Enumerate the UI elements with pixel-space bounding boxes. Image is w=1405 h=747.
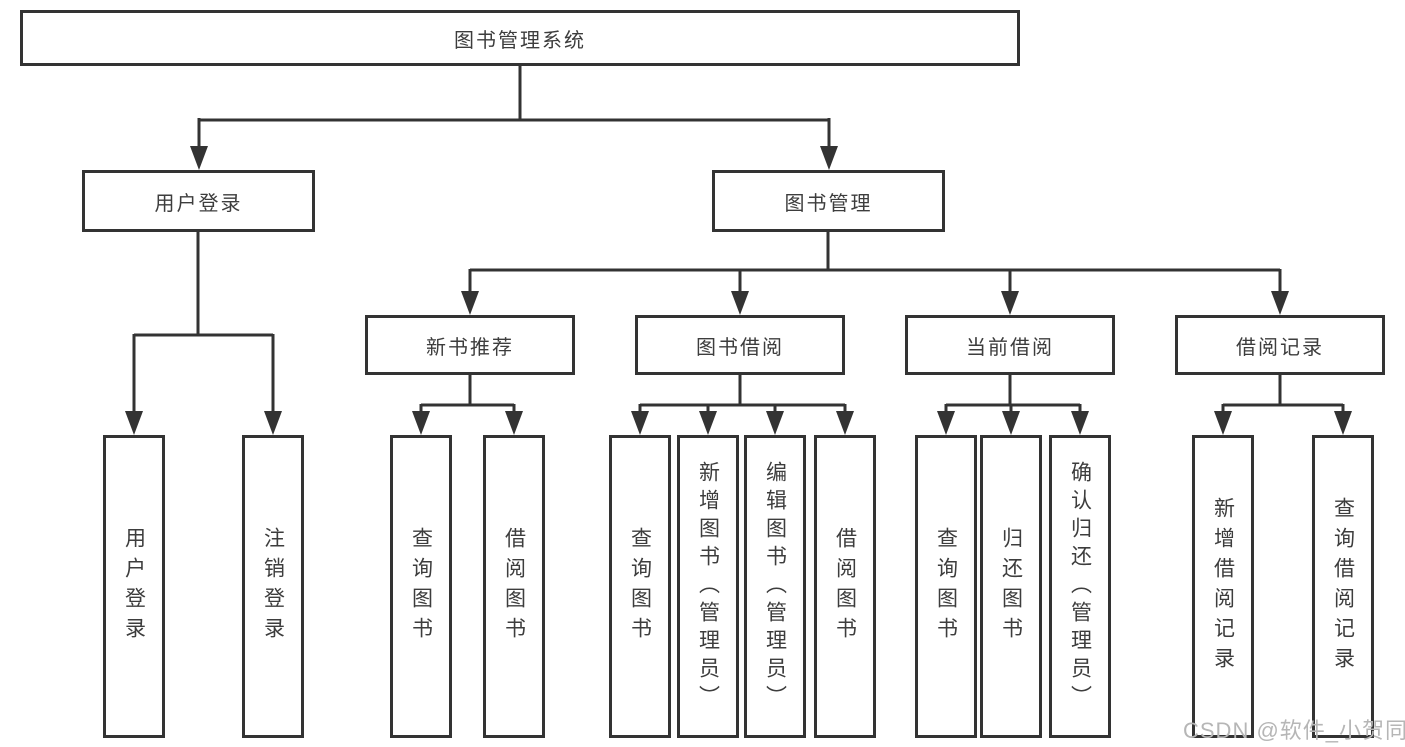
node-current-borrowing: 当前借阅 [905,315,1115,375]
connector-root [197,66,831,152]
node-book-management: 图书管理 [712,170,945,232]
arrowhead-nb-query-books [412,411,430,435]
node-book-borrowing: 图书借阅 [635,315,845,375]
leaf-add-borrow-record: 新增借阅记录 [1192,435,1254,738]
arrowhead-user-login [190,146,208,170]
leaf-logout: 注销登录 [242,435,304,738]
csdn-watermark: CSDN @软件_小贺同学 [1183,718,1405,743]
arrowhead-book-management [820,146,838,170]
arrowhead-cb-query-books [937,411,955,435]
arrowhead-new-book-recommendation [461,291,479,315]
leaf-query-books-recommend: 查询图书 [390,435,452,738]
arrowhead-borrowing-records [1271,291,1289,315]
arrowhead-bb-borrow-books [836,411,854,435]
leaf-query-books-borrow: 查询图书 [609,435,671,738]
leaf-borrow-books-borrow: 借阅图书 [814,435,876,738]
connector-book-borrowing [638,375,847,418]
arrowhead-leaf-user-login [125,411,143,435]
leaf-return-books: 归还图书 [980,435,1042,738]
arrowhead-cb-confirm-return [1071,411,1089,435]
arrowhead-cb-return-books [1002,411,1020,435]
leaf-query-books-current: 查询图书 [915,435,977,738]
arrowhead-nb-borrow-books [505,411,523,435]
arrowhead-bb-query-books [631,411,649,435]
leaf-add-book-admin: 新增图书（管理员） [677,435,739,738]
arrowhead-br-query-record [1334,411,1352,435]
connector-book-management [468,232,1282,298]
arrowhead-br-add-record [1214,411,1232,435]
arrowhead-bb-edit-book [766,411,784,435]
node-user-login: 用户登录 [82,170,315,232]
node-new-book-recommendation: 新书推荐 [365,315,575,375]
leaf-confirm-return-admin: 确认归还（管理员） [1049,435,1111,738]
node-root: 图书管理系统 [20,10,1020,66]
leaf-user-login: 用户登录 [103,435,165,738]
arrowhead-leaf-logout [264,411,282,435]
connector-new-book-recommendation [419,375,516,418]
leaf-query-borrow-record: 查询借阅记录 [1312,435,1374,738]
arrowhead-bb-add-book [699,411,717,435]
arrowhead-current-borrowing [1001,291,1019,315]
node-borrowing-records: 借阅记录 [1175,315,1385,375]
leaf-edit-book-admin: 编辑图书（管理员） [744,435,806,738]
connector-borrowing-records [1221,375,1345,418]
arrowhead-book-borrowing [731,291,749,315]
leaf-borrow-books-recommend: 借阅图书 [483,435,545,738]
connector-user-login [132,232,275,418]
